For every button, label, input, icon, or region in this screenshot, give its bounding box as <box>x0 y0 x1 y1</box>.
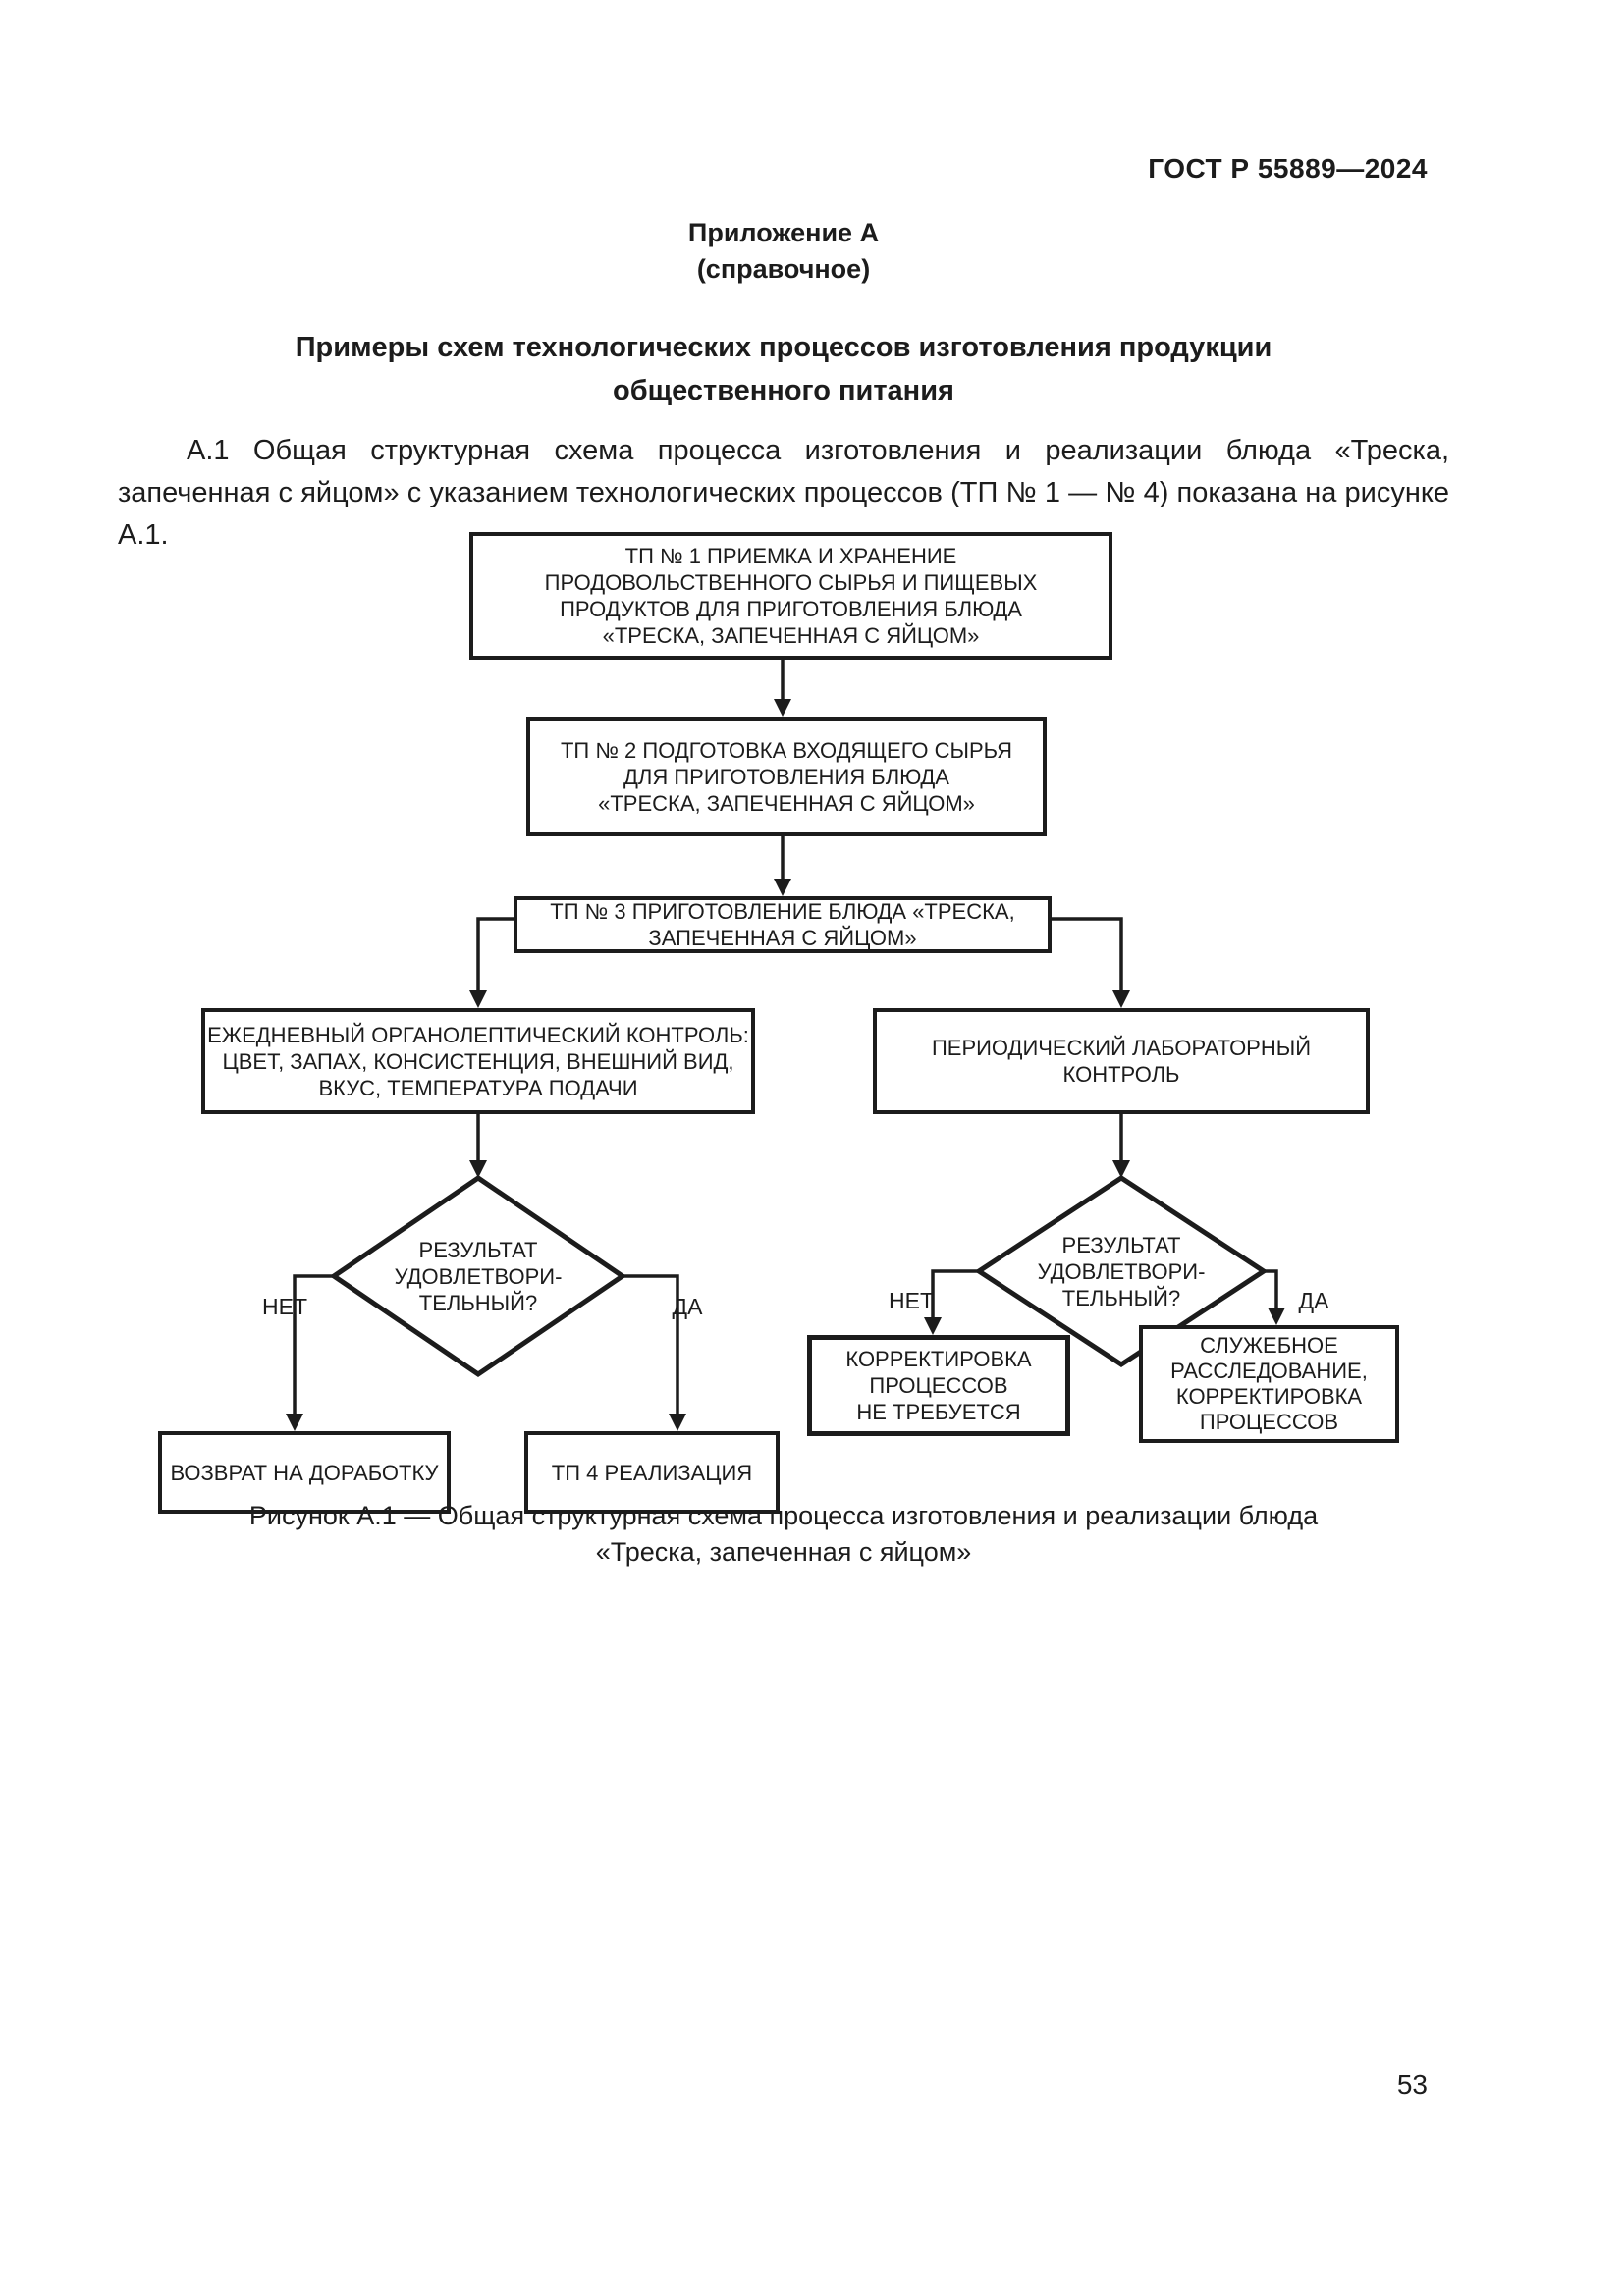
decision-right-line2: УДОВЛЕТВОРИ- <box>1037 1259 1206 1284</box>
tp2-line1: ТП № 2 ПОДГОТОВКА ВХОДЯЩЕГО СЫРЬЯ <box>560 737 1013 763</box>
no-correction-line2: ПРОЦЕССОВ <box>869 1373 1008 1398</box>
branch-label-yes-left: ДА <box>672 1294 703 1319</box>
investigation-line1: СЛУЖЕБНОЕ <box>1200 1333 1338 1358</box>
arrowhead-daily-decision <box>469 1160 487 1178</box>
decision-left-line2: УДОВЛЕТВОРИ- <box>394 1264 563 1289</box>
decision-right-line1: РЕЗУЛЬТАТ <box>1061 1233 1181 1257</box>
investigation-line3: КОРРЕКТИРОВКА <box>1175 1384 1363 1409</box>
process-box-tp1: ТП № 1 ПРИЕМКА И ХРАНЕНИЕ ПРОДОВОЛЬСТВЕН… <box>469 532 1112 660</box>
branch-label-no-right: НЕТ <box>889 1288 934 1313</box>
standard-number-header: ГОСТ Р 55889—2024 <box>1148 153 1428 184</box>
arrowhead-tp1-tp2 <box>774 699 791 717</box>
arrowhead-tp3-lab <box>1112 990 1130 1008</box>
daily-control-line3: ВКУС, ТЕМПЕРАТУРА ПОДАЧИ <box>318 1075 638 1100</box>
decision-text-right: РЕЗУЛЬТАТ УДОВЛЕТВОРИ- ТЕЛЬНЫЙ? <box>964 1232 1278 1311</box>
tp2-line3: «ТРЕСКА, ЗАПЕЧЕННАЯ С ЯЙЦОМ» <box>598 790 975 816</box>
arrow-yes-right <box>1264 1269 1278 1309</box>
section-title: Примеры схем технологических процессов и… <box>118 326 1449 412</box>
arrow-no-left <box>293 1274 334 1415</box>
arrowhead-lab-decision <box>1112 1160 1130 1178</box>
arrowhead-no-left <box>286 1414 303 1431</box>
process-box-tp2: ТП № 2 ПОДГОТОВКА ВХОДЯЩЕГО СЫРЬЯ ДЛЯ ПР… <box>526 717 1047 836</box>
process-box-lab-control: ПЕРИОДИЧЕСКИЙ ЛАБОРАТОРНЫЙ КОНТРОЛЬ <box>873 1008 1370 1114</box>
arrowhead-tp3-daily <box>469 990 487 1008</box>
tp1-line4: «ТРЕСКА, ЗАПЕЧЕННАЯ С ЯЙЦОМ» <box>602 623 980 648</box>
branch-label-no-left: НЕТ <box>262 1294 307 1319</box>
daily-control-line2: ЦВЕТ, ЗАПАХ, КОНСИСТЕНЦИЯ, ВНЕШНИЙ ВИД, <box>222 1048 734 1074</box>
tp4-line1: ТП 4 РЕАЛИЗАЦИЯ <box>551 1460 753 1485</box>
section-title-line1: Примеры схем технологических процессов и… <box>295 332 1272 363</box>
rework-line1: ВОЗВРАТ НА ДОРАБОТКУ <box>170 1460 439 1485</box>
arrowhead-yes-left <box>669 1414 686 1431</box>
daily-control-line1: ЕЖЕДНЕВНЫЙ ОРГАНОЛЕПТИЧЕСКИЙ КОНТРОЛЬ: <box>207 1022 749 1047</box>
process-box-tp3: ТП № 3 ПРИГОТОВЛЕНИЕ БЛЮДА «ТРЕСКА, ЗАПЕ… <box>514 896 1052 953</box>
branch-label-yes-right: ДА <box>1298 1288 1329 1313</box>
investigation-line4: ПРОЦЕССОВ <box>1199 1410 1339 1434</box>
page-number: 53 <box>1396 2069 1428 2100</box>
tp3-line1: ТП № 3 ПРИГОТОВЛЕНИЕ БЛЮДА «ТРЕСКА, <box>550 899 1015 924</box>
section-title-line2: общественного питания <box>613 375 954 406</box>
arrow-tp3-daily <box>476 917 515 992</box>
investigation-line2: РАССЛЕДОВАНИЕ, <box>1170 1359 1368 1383</box>
no-correction-line3: НЕ ТРЕБУЕТСЯ <box>856 1400 1021 1424</box>
arrowhead-no-right <box>924 1317 942 1335</box>
annex-label: Приложение А <box>687 218 880 247</box>
outcome-box-no-correction: КОРРЕКТИРОВКА ПРОЦЕССОВ НЕ ТРЕБУЕТСЯ <box>807 1335 1070 1436</box>
figure-caption-line1: Рисунок А.1 — Общая структурная схема пр… <box>248 1501 1319 1530</box>
outcome-box-investigation: СЛУЖЕБНОЕ РАССЛЕДОВАНИЕ, КОРРЕКТИРОВКА П… <box>1139 1325 1399 1443</box>
decision-diamond-right <box>974 1175 1269 1367</box>
arrow-yes-left <box>623 1274 679 1415</box>
arrow-no-right <box>931 1269 979 1319</box>
decision-left-line1: РЕЗУЛЬТАТ <box>418 1238 538 1262</box>
tp2-line2: ДЛЯ ПРИГОТОВЛЕНИЯ БЛЮДА <box>623 764 949 789</box>
decision-right-line3: ТЕЛЬНЫЙ? <box>1061 1286 1181 1310</box>
tp1-line3: ПРОДУКТОВ ДЛЯ ПРИГОТОВЛЕНИЯ БЛЮДА <box>560 597 1022 621</box>
outcome-box-rework: ВОЗВРАТ НА ДОРАБОТКУ <box>158 1431 451 1514</box>
decision-diamond-left <box>329 1174 627 1378</box>
arrowhead-tp2-tp3 <box>774 879 791 896</box>
tp1-line1: ТП № 1 ПРИЕМКА И ХРАНЕНИЕ <box>624 544 957 568</box>
process-box-daily-control: ЕЖЕДНЕВНЫЙ ОРГАНОЛЕПТИЧЕСКИЙ КОНТРОЛЬ: Ц… <box>201 1008 755 1114</box>
figure-caption-line2: «Треска, запеченная с яйцом» <box>595 1537 972 1567</box>
outcome-box-tp4: ТП 4 РЕАЛИЗАЦИЯ <box>524 1431 780 1514</box>
lab-control-line2: КОНТРОЛЬ <box>1062 1062 1180 1087</box>
decision-text-left: РЕЗУЛЬТАТ УДОВЛЕТВОРИ- ТЕЛЬНЫЙ? <box>321 1237 635 1316</box>
tp1-line2: ПРОДОВОЛЬСТВЕННОГО СЫРЬЯ И ПИЩЕВЫХ <box>544 570 1038 595</box>
arrowhead-yes-right <box>1268 1308 1285 1325</box>
no-correction-line1: КОРРЕКТИРОВКА <box>845 1347 1032 1371</box>
tp3-line2: ЗАПЕЧЕННАЯ С ЯЙЦОМ» <box>648 926 917 950</box>
lab-control-line1: ПЕРИОДИЧЕСКИЙ ЛАБОРАТОРНЫЙ <box>931 1036 1312 1060</box>
decision-left-line3: ТЕЛЬНЫЙ? <box>418 1291 538 1315</box>
intro-paragraph: А.1 Общая структурная схема процесса изг… <box>118 435 1449 551</box>
annex-type: (справочное) <box>696 254 871 284</box>
figure-caption: Рисунок А.1 — Общая структурная схема пр… <box>118 1498 1449 1571</box>
arrow-tp3-lab <box>1050 917 1123 992</box>
